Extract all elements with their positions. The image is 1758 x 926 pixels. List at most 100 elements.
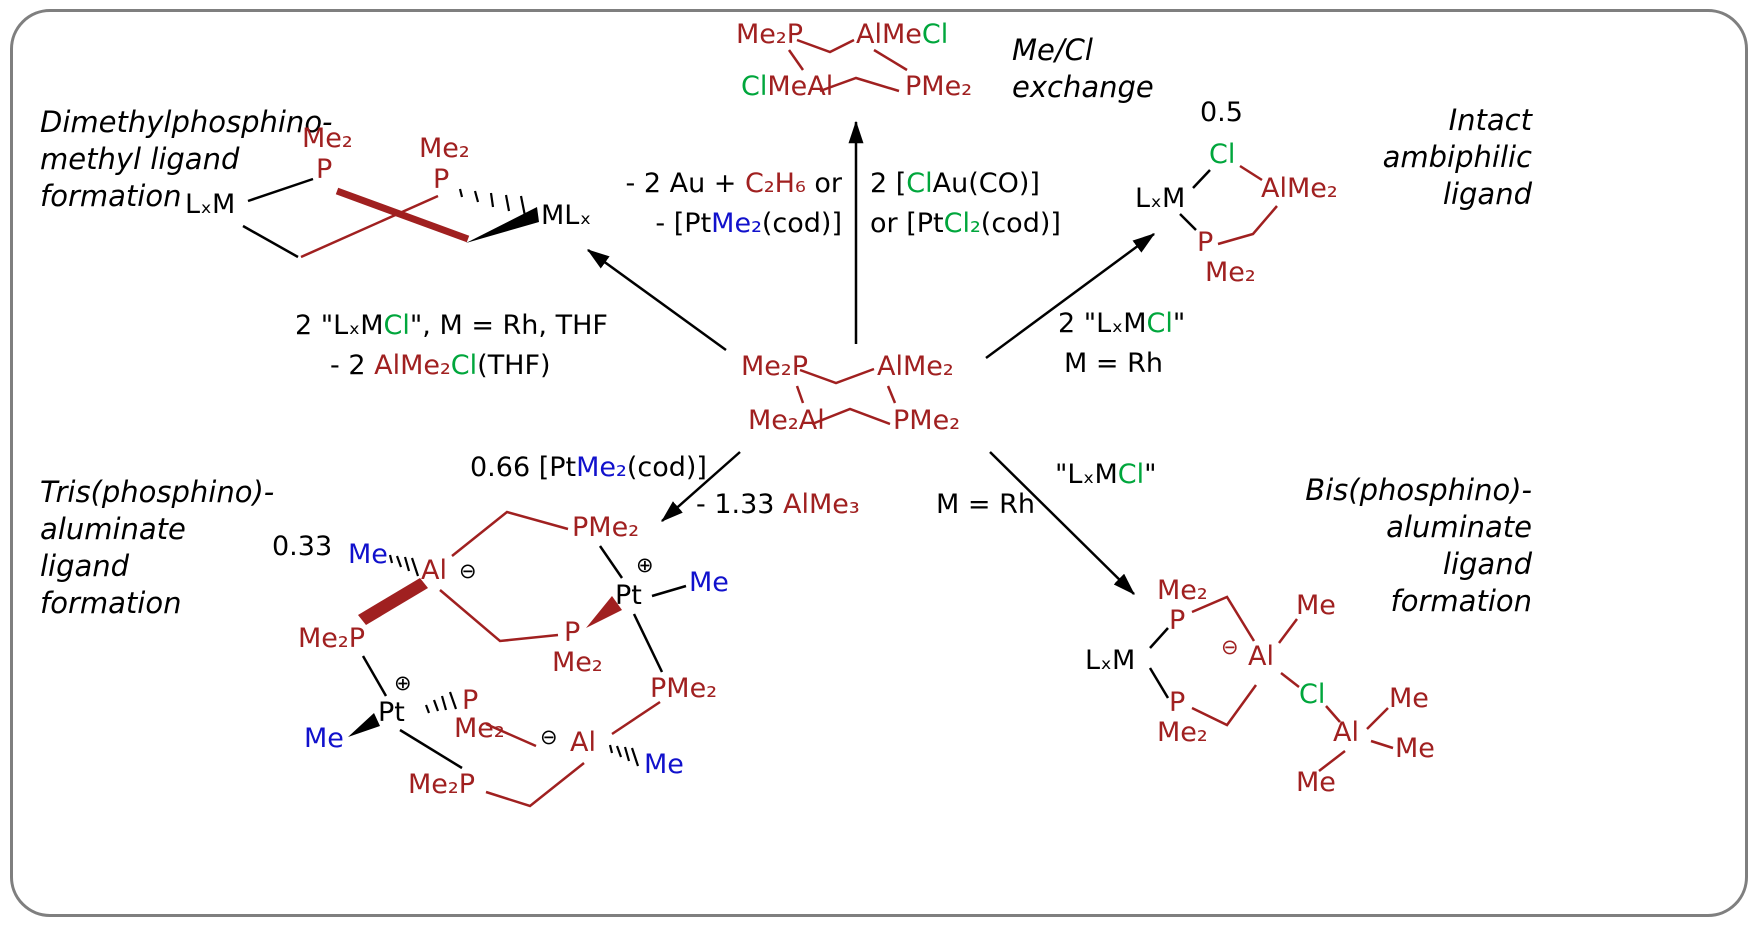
atom-group-me2: Me₂ [419, 133, 470, 164]
atom-group-me2: Me₂ [302, 123, 353, 154]
condition-upper-left-line1: 2 "LₓMCl", M = Rh, THF [295, 310, 608, 341]
ambiphilic-bonds [1179, 164, 1278, 246]
condition-lower-left-line2: - 1.33 AlMe₃ [696, 489, 860, 520]
atom-p: P [564, 617, 581, 648]
atom-group-me2al: Me₂Al [748, 405, 825, 436]
atom-p: P [433, 164, 450, 195]
label-line: Dimethylphosphino- [40, 105, 333, 139]
atom-group-me: Me [1395, 733, 1435, 764]
atom-cl: Cl [1209, 139, 1236, 170]
label-line: ligand [40, 549, 130, 584]
dimethylphosphinomethyl-bonds [242, 177, 539, 259]
atom-group-almecl: AlMeCl [856, 19, 949, 50]
atom-p: P [1169, 687, 1186, 718]
label-line: ligand [1442, 547, 1532, 582]
atom-pt: Pt [615, 580, 642, 611]
coefficient-0-5: 0.5 [1200, 97, 1243, 128]
label-line: Intact [1448, 103, 1532, 137]
arrow-up-left [586, 248, 727, 352]
atom-cl: Cl [1299, 679, 1326, 710]
atom-group-lxm: LₓM [1085, 645, 1136, 676]
wedge-al1-ch2 [358, 578, 428, 625]
atom-group-pme2: PMe₂ [893, 405, 961, 436]
label-line: ligand [1442, 177, 1532, 212]
reaction-arrows [586, 120, 1156, 595]
hashed-bond-me-al1 [388, 554, 420, 577]
atom-p: P [1169, 605, 1186, 636]
atom-p: P [316, 154, 333, 185]
atom-p: P [462, 685, 479, 716]
arrow-down-right [989, 451, 1135, 595]
arrow-up-right [985, 232, 1156, 360]
atom-group-me2p: Me₂P [736, 19, 804, 50]
atom-group-me: Me [1296, 767, 1336, 798]
atom-al: Al [421, 555, 447, 586]
atom-p: P [1197, 227, 1214, 258]
label-me-cl-exchange: Me/Cl exchange [1012, 32, 1154, 106]
atom-group-me2p: Me₂P [408, 769, 476, 800]
atom-group-me: Me [1296, 590, 1336, 621]
label-line: ambiphilic [1382, 140, 1532, 175]
label-bis-phosphino-region: Bis(phosphino)- aluminate ligand formati… [1305, 472, 1532, 620]
atom-pt: Pt [378, 697, 405, 728]
atom-group-pme2: PMe₂ [650, 673, 718, 704]
label-intact-ambiphilic: Intact ambiphilic ligand [1383, 102, 1532, 213]
atom-group-me2: Me₂ [1157, 575, 1208, 606]
atom-group-me2p: Me₂P [741, 351, 809, 382]
arrow-down-left [661, 451, 741, 522]
atom-group-pme2: PMe₂ [572, 512, 640, 543]
tris-structure-bonds [348, 510, 687, 808]
atom-al: Al [570, 727, 596, 758]
condition-lower-right-line2: M = Rh [936, 489, 1035, 520]
atom-group-me: Me [304, 723, 344, 754]
label-line: formation [40, 179, 182, 214]
charge-plus-icon: ⊕ [636, 553, 654, 577]
atom-group-me2p: Me₂P [298, 623, 366, 654]
label-line: aluminate [40, 512, 186, 547]
atom-group-clmeal: ClMeAl [741, 71, 834, 102]
hashed-bond-p-m [458, 188, 527, 217]
atom-group-me2: Me₂ [1205, 257, 1256, 288]
atom-group-me: Me [348, 539, 388, 570]
bis-structure-bonds [1148, 595, 1394, 772]
label-line: exchange [1012, 70, 1154, 105]
label-line: formation [40, 586, 182, 621]
charge-plus-icon: ⊕ [394, 671, 412, 695]
atom-al: Al [1333, 717, 1359, 748]
label-line: Tris(phosphino)- [40, 475, 275, 509]
condition-vertical-right-line1: 2 [ClAu(CO)] [870, 168, 1040, 199]
atom-group-mlx: MLₓ [541, 200, 592, 231]
atom-group-pme2: PMe₂ [905, 71, 973, 102]
wedge-pmid-pt1 [586, 596, 622, 628]
label-line: Bis(phosphino)- [1305, 473, 1532, 507]
atom-group-alme2: AlMe₂ [1261, 173, 1338, 204]
condition-vertical-left-line2: - [PtMe₂(cod)] [655, 208, 842, 239]
charge-minus-icon: ⊖ [1221, 635, 1239, 659]
atom-group-lxm: LₓM [1135, 183, 1186, 214]
label-line: formation [1390, 584, 1532, 619]
central-compound-bonds [795, 367, 897, 426]
coefficient-0-33: 0.33 [272, 531, 333, 562]
label-line: methyl ligand [40, 142, 240, 177]
wedge-me-pt2 [348, 713, 380, 737]
atom-al: Al [1248, 641, 1274, 672]
hashed-bond-al2-me [608, 744, 640, 767]
label-line: aluminate [1386, 510, 1532, 545]
condition-upper-right-line1: 2 "LₓMCl" [1058, 308, 1186, 339]
atom-group-me2: Me₂ [1157, 717, 1208, 748]
atom-group-me: Me [689, 567, 729, 598]
charge-minus-icon: ⊖ [459, 559, 477, 583]
charge-minus-icon: ⊖ [540, 725, 558, 749]
atom-group-me2: Me₂ [552, 647, 603, 678]
label-line: Me/Cl [1012, 33, 1093, 67]
condition-upper-right-line2: M = Rh [1064, 348, 1163, 379]
condition-vertical-left-line1: - 2 Au + C₂H₆ or [625, 168, 842, 199]
hashed-bond-pt2-p [424, 691, 458, 714]
atom-group-me: Me [644, 749, 684, 780]
scheme-border [10, 9, 1748, 917]
label-dimethylphosphino-region: Dimethylphosphino- methyl ligand formati… [40, 104, 333, 215]
condition-vertical-right-line2: or [PtCl₂(cod)] [870, 208, 1061, 239]
condition-lower-left-line1: 0.66 [PtMe₂(cod)] [470, 452, 707, 483]
